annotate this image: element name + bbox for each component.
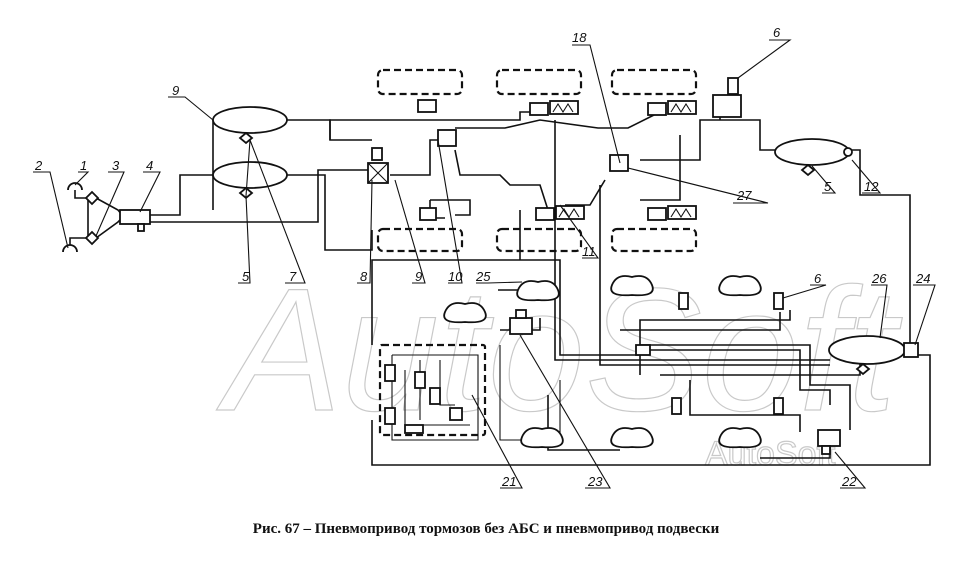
callout-26: 26	[871, 271, 887, 286]
callout-7: 7	[289, 269, 297, 284]
callout-10: 10	[448, 269, 463, 284]
valve-22	[817, 429, 841, 447]
valve-23	[509, 317, 533, 335]
valve-6-top	[712, 94, 742, 118]
callout-22: 22	[841, 474, 857, 489]
callout-9-bottom: 9	[415, 269, 422, 284]
receiver-26	[828, 335, 906, 365]
callout-18: 18	[572, 30, 587, 45]
callout-4: 4	[146, 158, 153, 173]
callout-9-top: 9	[172, 83, 179, 98]
callout-23: 23	[587, 474, 603, 489]
callout-1: 1	[80, 158, 87, 173]
pneumatic-diagram: AutoSoft AutoSoft	[33, 25, 936, 489]
valve-24	[903, 342, 919, 358]
axle-outlines	[376, 68, 698, 253]
valve-18	[609, 154, 629, 172]
callout-27: 27	[736, 188, 752, 203]
callout-3: 3	[112, 158, 120, 173]
callout-2: 2	[34, 158, 43, 173]
valve-front-top	[437, 129, 457, 147]
callout-5-right: 5	[824, 179, 832, 194]
callout-11: 11	[582, 244, 596, 259]
coupling-2	[62, 244, 78, 253]
air-spring-25	[443, 302, 487, 324]
leader-lines	[33, 39, 936, 489]
coupling-1	[67, 182, 83, 191]
receiver-5-right	[774, 138, 850, 166]
callout-5-left: 5	[242, 269, 250, 284]
valve-4	[119, 209, 151, 225]
callout-6-mid: 6	[814, 271, 822, 286]
callout-8: 8	[360, 269, 368, 284]
valve-block-internals	[378, 343, 561, 441]
callout-labels: 1 2 3 4 5 5 6 6 7 8 9 9 10 11 12 18 21 2…	[34, 25, 930, 489]
callout-25: 25	[475, 269, 491, 284]
components	[62, 77, 919, 455]
receiver-9	[212, 106, 288, 134]
callout-24: 24	[915, 271, 930, 286]
receiver-5-left	[212, 161, 288, 189]
connector-12	[843, 147, 853, 157]
filter-3-top	[84, 190, 100, 206]
callout-6-top: 6	[773, 25, 781, 40]
callout-21: 21	[501, 474, 516, 489]
callout-12: 12	[864, 179, 879, 194]
figure-caption: Рис. 67 – Пневмопривод тормозов без АБС …	[252, 521, 720, 537]
